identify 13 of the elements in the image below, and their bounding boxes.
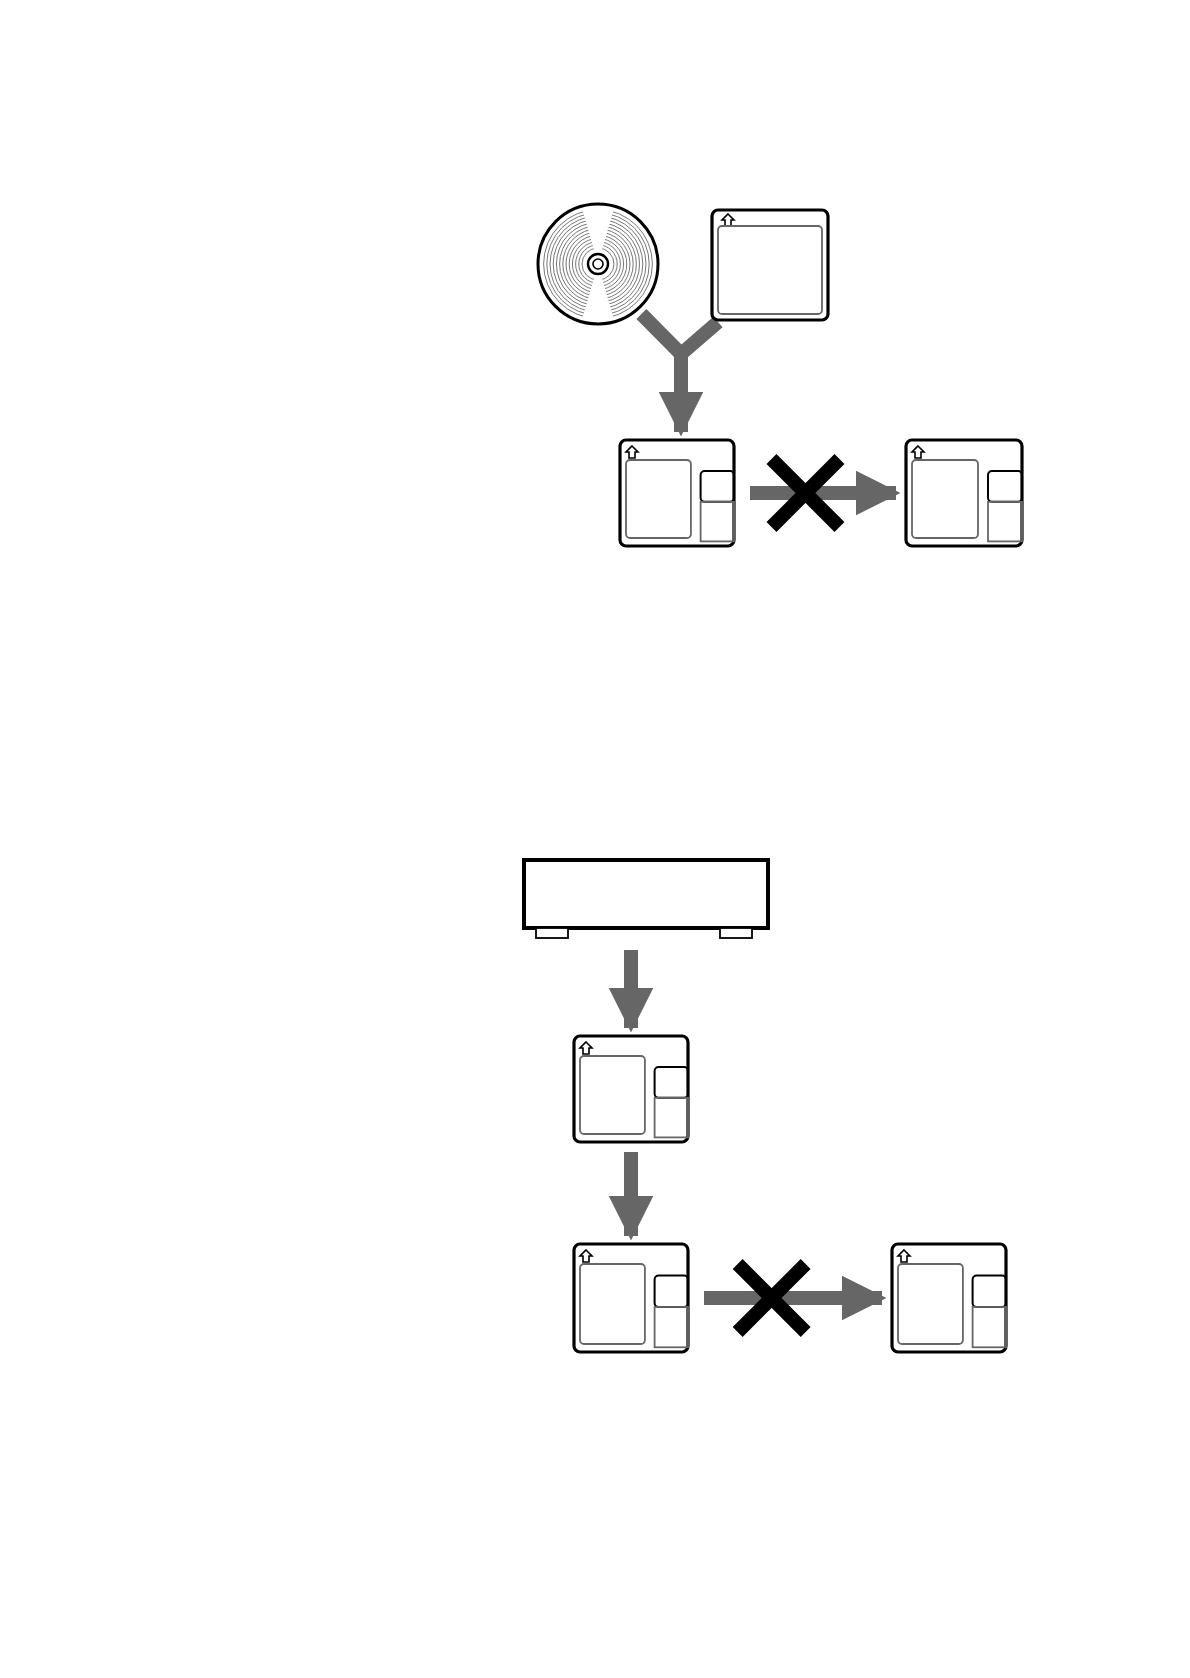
arrow (608, 1152, 654, 1241)
audio-deck-drawing (522, 858, 770, 942)
arrow (634, 307, 725, 439)
minidisc-drawing (572, 1034, 690, 1144)
minidisc-drawing (890, 1242, 1008, 1354)
arrow (608, 950, 654, 1033)
minidisc-drawing (572, 1242, 690, 1354)
minidisc-drawing (904, 438, 1024, 548)
minidisc-drawing (618, 438, 736, 548)
memory-card-drawing (710, 208, 830, 322)
arrow (750, 470, 901, 516)
compact-disc-drawing (536, 202, 660, 326)
arrow (704, 1275, 887, 1321)
